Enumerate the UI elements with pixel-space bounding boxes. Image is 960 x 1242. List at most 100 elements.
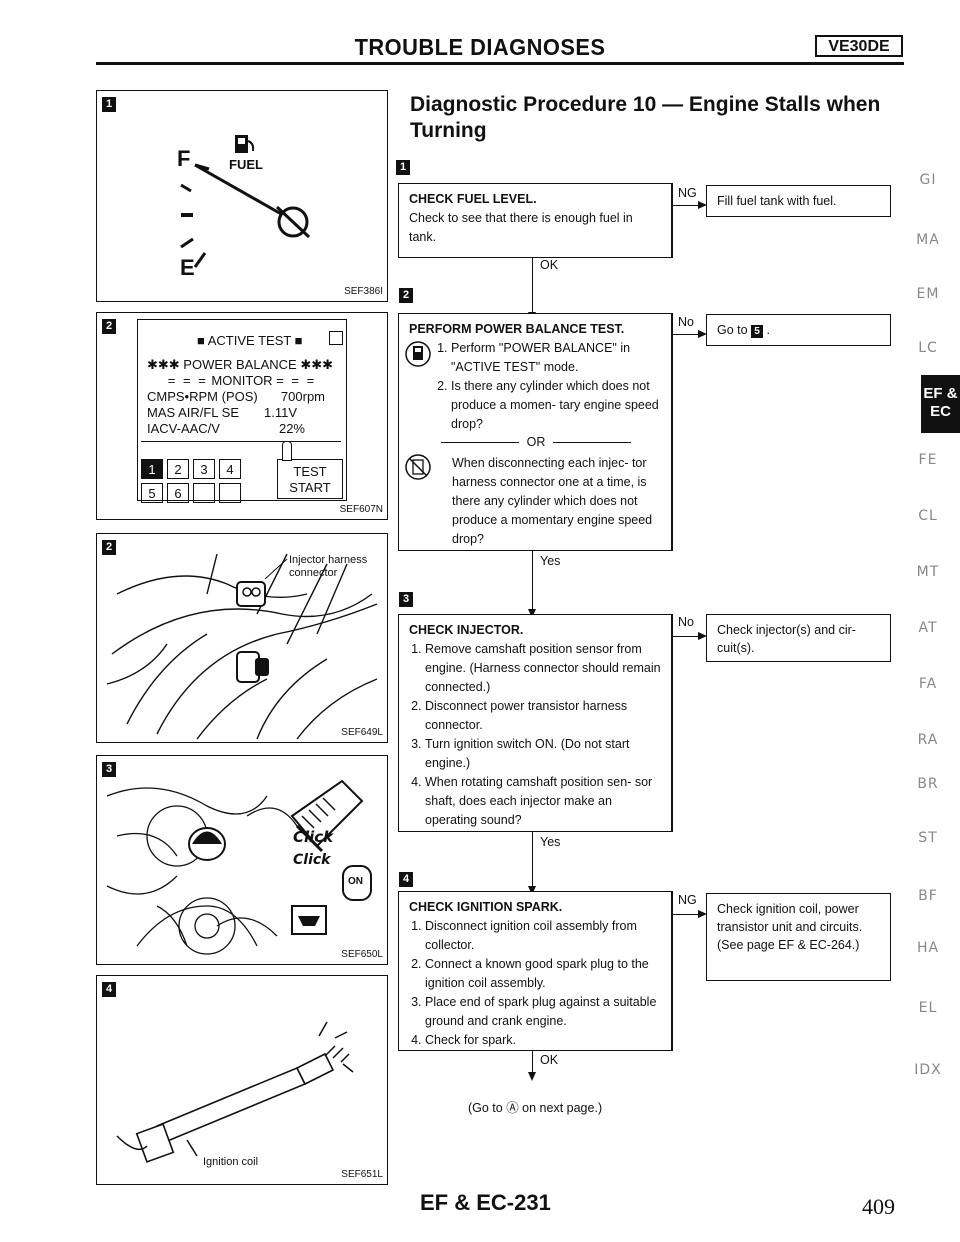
screen-divider	[141, 441, 341, 442]
check-injector-box: CHECK INJECTOR. Remove camshaft position…	[398, 614, 672, 832]
engine-harness-illustration	[106, 553, 378, 740]
consult-tool-icon	[405, 341, 431, 367]
connector-line	[532, 832, 533, 892]
side-tab-mt[interactable]: MT	[916, 564, 940, 580]
step-heading: CHECK IGNITION SPARK.	[409, 900, 563, 914]
arrow-right-icon	[698, 632, 707, 640]
ng-tag: NG	[678, 186, 697, 200]
figure-ignition-coil: 4 Ignition coil SEF651L	[96, 975, 388, 1185]
figure-code: SEF649L	[341, 727, 383, 738]
arrow-down-icon	[528, 1072, 536, 1081]
ok-tag: OK	[540, 1053, 559, 1067]
click-label: Click	[293, 828, 334, 846]
side-tab-el[interactable]: EL	[918, 1000, 938, 1016]
arrow-down-icon	[528, 886, 536, 895]
fill-fuel-result: Fill fuel tank with fuel.	[706, 185, 891, 217]
consult-screen	[137, 319, 347, 501]
side-tab-at[interactable]: AT	[918, 620, 938, 636]
step-marker: 2	[399, 288, 413, 303]
side-tab-fe[interactable]: FE	[918, 452, 938, 468]
step-marker: 1	[396, 160, 410, 175]
ng-tag: NG	[678, 893, 697, 907]
arrow-right-icon	[698, 910, 707, 918]
pointer-finger-icon	[282, 441, 292, 461]
cylinder-key-2[interactable]: 2	[167, 459, 189, 479]
connector-line	[672, 914, 702, 915]
cylinder-key-5[interactable]: 5	[141, 483, 163, 503]
step-item: Turn ignition switch ON. (Do not start e…	[425, 735, 661, 773]
figure-code: SEF607N	[339, 504, 383, 515]
step-item: Place end of spark plug against a suitab…	[425, 993, 661, 1031]
side-tab-lc[interactable]: LC	[918, 340, 938, 356]
side-tab-idx[interactable]: IDX	[914, 1062, 942, 1078]
gauge-fuel-label: FUEL	[229, 157, 263, 172]
figure-code: SEF650L	[341, 949, 383, 960]
step-item: When rotating camshaft position sen- sor…	[425, 773, 661, 830]
side-tab-gi[interactable]: GI	[919, 172, 937, 188]
side-tab-em[interactable]: EM	[916, 286, 940, 302]
figure-number: 3	[102, 762, 116, 777]
no-tag: No	[678, 615, 694, 629]
figure-code: SEF386I	[344, 286, 383, 297]
connector-line	[672, 334, 702, 335]
no-tool-icon	[405, 454, 431, 480]
monitor-label: = = = MONITOR = = =	[167, 373, 317, 388]
side-tab-cl[interactable]: CL	[918, 508, 938, 524]
side-tab-fa[interactable]: FA	[918, 676, 938, 692]
step-marker: 3	[399, 592, 413, 607]
figure-code: SEF651L	[341, 1169, 383, 1180]
side-tab-ra[interactable]: RA	[917, 732, 939, 748]
side-tab-br[interactable]: BR	[917, 776, 939, 792]
side-tab-st[interactable]: ST	[918, 830, 938, 846]
cylinder-key-6[interactable]: 6	[167, 483, 189, 503]
footer-code: EF & EC-231	[420, 1190, 551, 1215]
connector-line	[672, 614, 673, 832]
ok-tag: OK	[540, 258, 559, 272]
ignition-coil-illustration	[116, 1021, 354, 1163]
side-tab-bf[interactable]: BF	[918, 888, 938, 904]
check-injector-circuit-result: Check injector(s) and cir- cuit(s).	[706, 614, 891, 662]
arrow-right-icon	[698, 201, 707, 209]
test-start-button[interactable]: TEST START	[277, 459, 343, 499]
monitor-row: CMPS•RPM (POS)700rpm	[147, 389, 325, 404]
side-tab-ef-ec[interactable]: EF & EC	[921, 375, 960, 433]
connector-line	[672, 636, 702, 637]
alt-procedure: When disconnecting each injec- tor harne…	[452, 456, 653, 546]
blank-key[interactable]	[193, 483, 215, 503]
step-list: Perform "POWER BALANCE" in "ACTIVE TEST"…	[409, 339, 661, 434]
side-tab-ma[interactable]: MA	[916, 232, 940, 248]
cylinder-key-1[interactable]: 1	[141, 459, 163, 479]
arrow-down-icon	[528, 609, 536, 618]
or-divider: OR	[409, 433, 663, 452]
step-item: Perform "POWER BALANCE" in "ACTIVE TEST"…	[451, 339, 661, 377]
gauge-full-label: F	[177, 146, 191, 171]
connector-line	[532, 258, 533, 318]
step-item: Remove camshaft position sensor from eng…	[425, 640, 661, 697]
connector-line	[672, 183, 673, 258]
step-item: Disconnect power transistor harness conn…	[425, 697, 661, 735]
connector-line	[672, 313, 673, 551]
page-title: TROUBLE DIAGNOSES	[354, 34, 606, 60]
page-number: 409	[862, 1194, 895, 1219]
active-test-title: ■ ACTIVE TEST ■	[197, 333, 303, 348]
cylinder-key-4[interactable]: 4	[219, 459, 241, 479]
fuel-gauge-illustration	[180, 135, 311, 268]
no-tag: No	[678, 315, 694, 329]
arrow-right-icon	[698, 330, 707, 338]
injector-harness-callout: Injector harness connector	[289, 554, 368, 579]
step-item: Is there any cylinder which does not pro…	[451, 377, 661, 434]
ignition-on-label: ON	[348, 876, 363, 887]
step-item: Connect a known good spark plug to the i…	[425, 955, 661, 993]
step-heading: CHECK FUEL LEVEL.	[409, 192, 537, 206]
blank-key[interactable]	[219, 483, 241, 503]
gauge-empty-label: E	[180, 255, 195, 280]
checkbox-icon	[329, 331, 343, 345]
side-tab-ha[interactable]: HA	[916, 940, 940, 956]
step-heading: PERFORM POWER BALANCE TEST.	[409, 322, 625, 336]
figure-number: 4	[102, 982, 116, 997]
check-ignition-spark-box: CHECK IGNITION SPARK. Disconnect ignitio…	[398, 891, 672, 1051]
cylinder-key-3[interactable]: 3	[193, 459, 215, 479]
check-ignition-coil-result: Check ignition coil, power transistor un…	[706, 893, 891, 981]
yes-tag: Yes	[540, 835, 561, 849]
